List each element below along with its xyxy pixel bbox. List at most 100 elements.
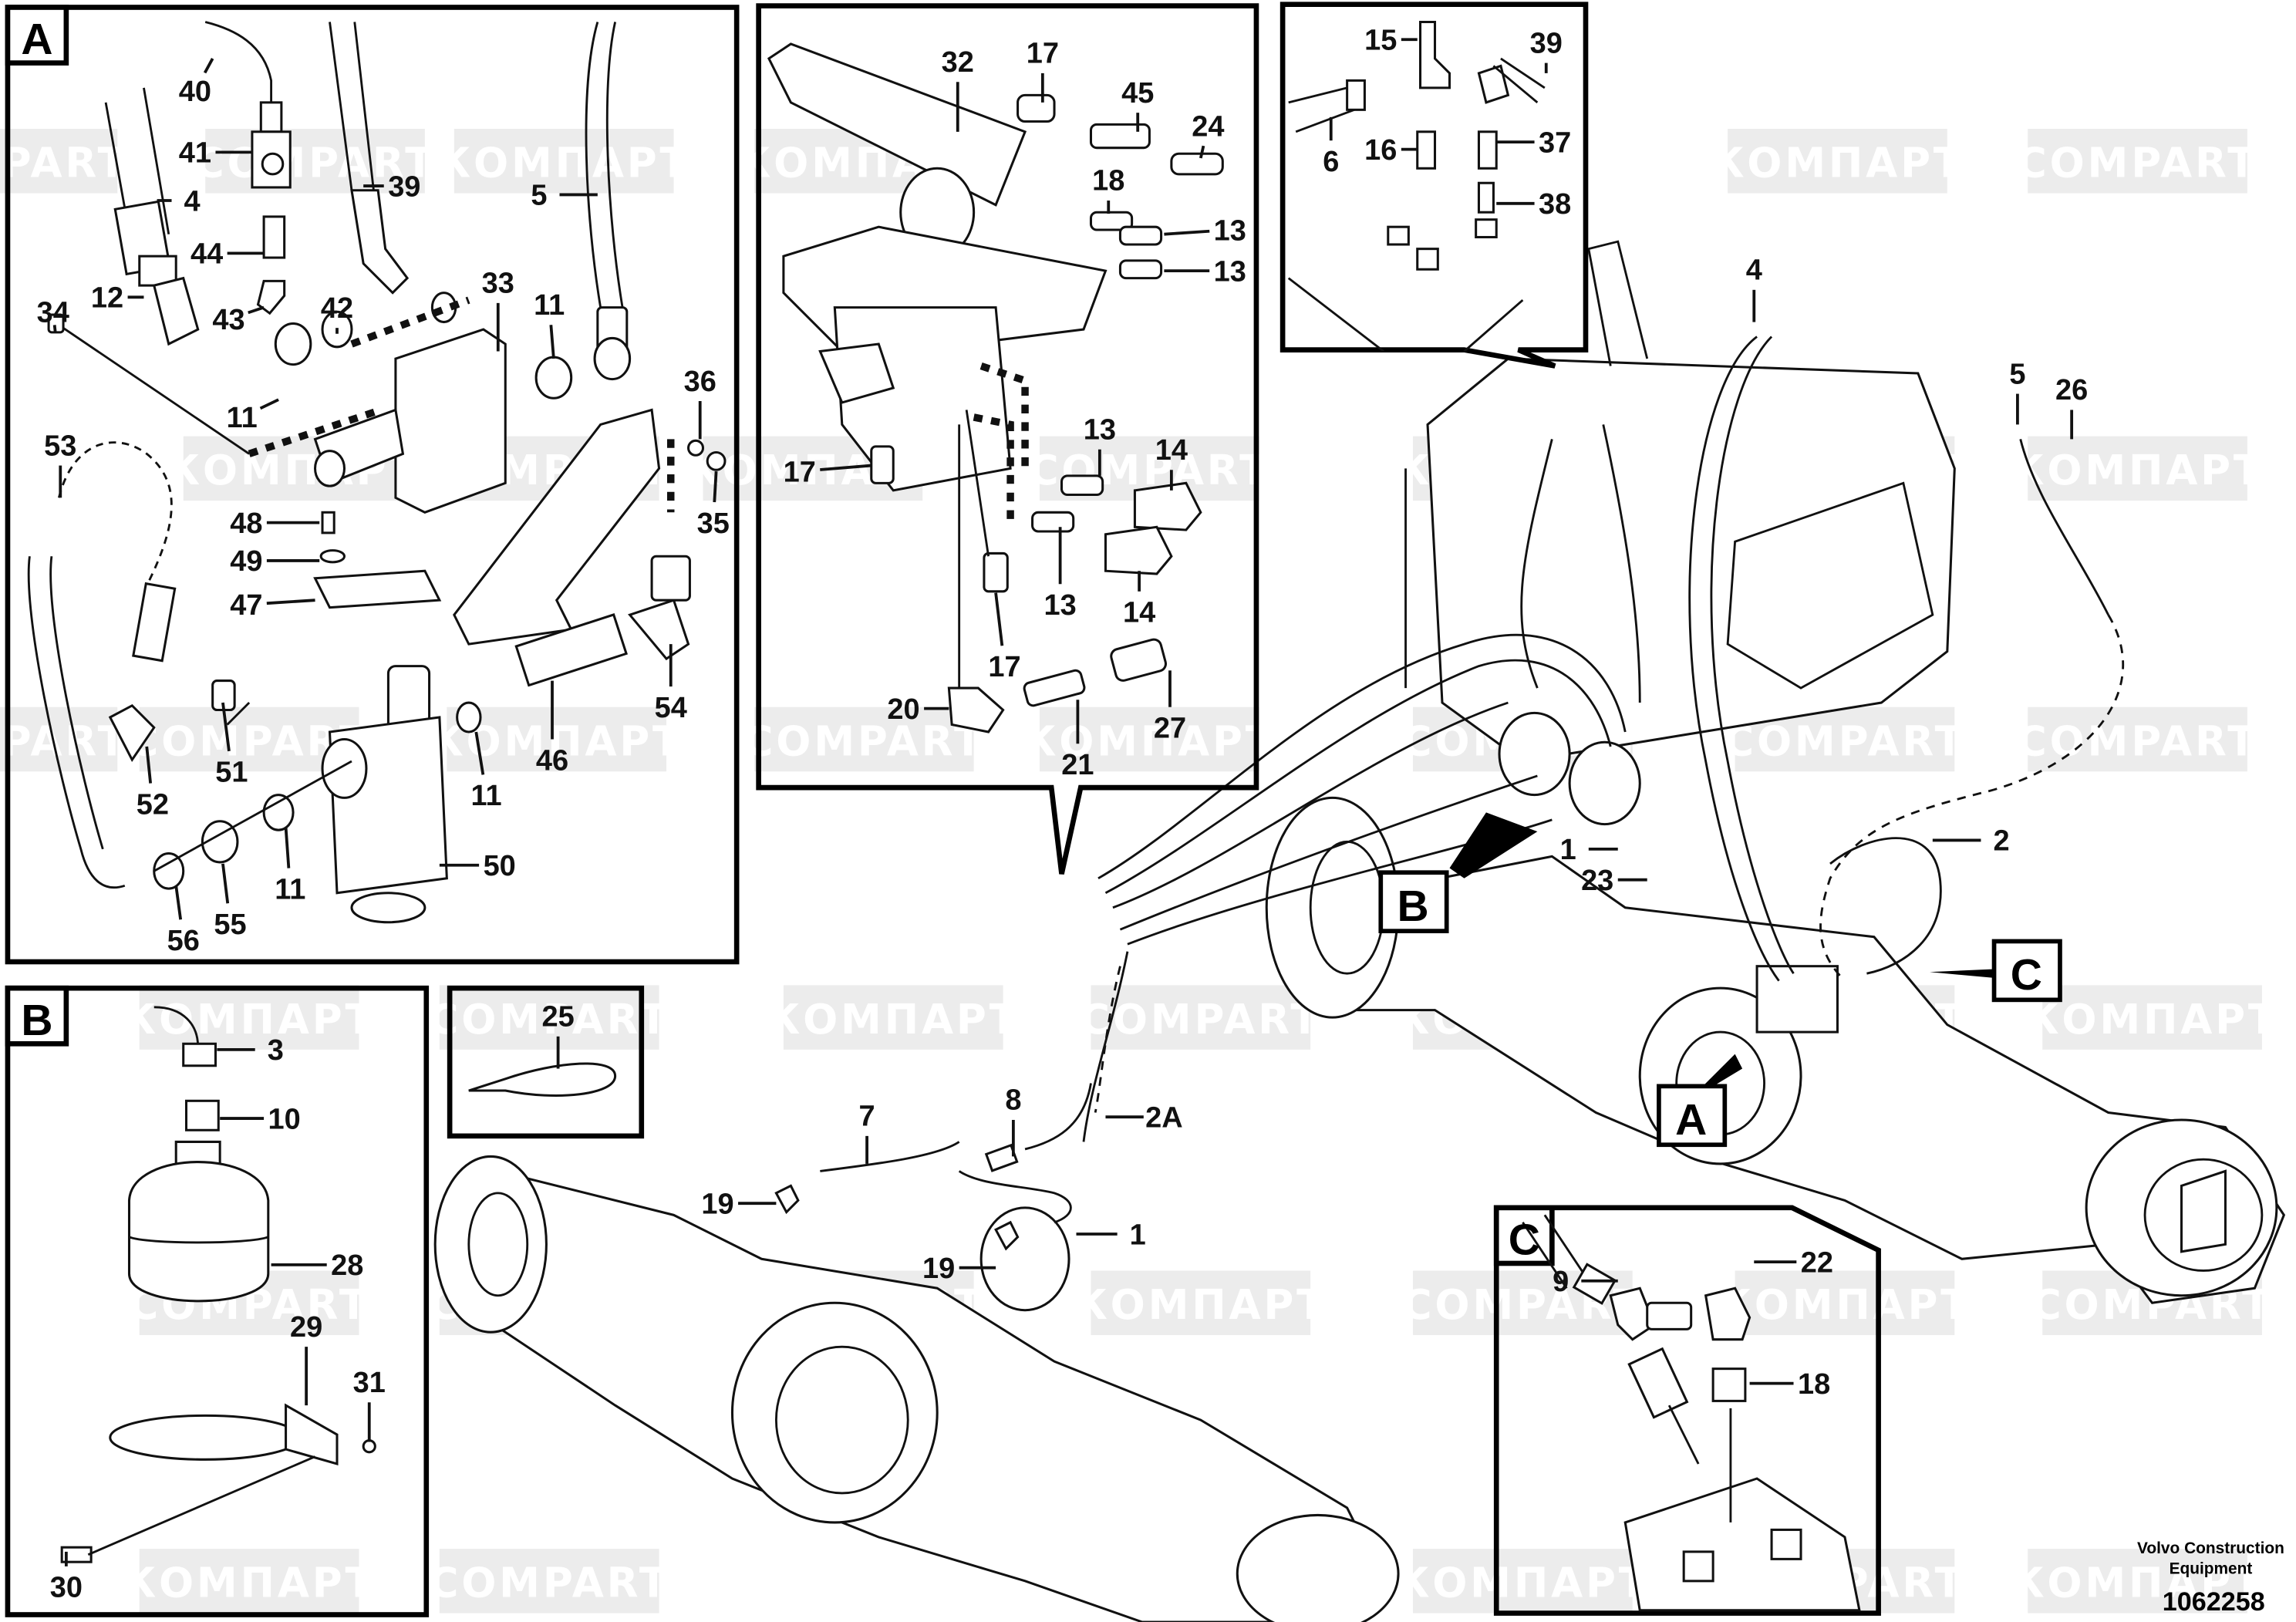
watermark-band [2028, 706, 2247, 772]
valve-detail-drawing [767, 42, 1224, 733]
callout-label-4: 4 [1746, 255, 1762, 287]
callout-label-39: 39 [388, 170, 420, 203]
elbow-20 [947, 686, 1005, 733]
adapter-11-upper [534, 356, 573, 400]
callout-c-box [1991, 939, 2062, 1003]
callout-label-17: 17 [784, 456, 816, 488]
watermark-band [1091, 1270, 1311, 1335]
watermark-text: КОМПАРТ [767, 996, 1020, 1044]
watermark-band [1091, 985, 1311, 1050]
callout-label-11: 11 [534, 289, 565, 322]
callout-label-11: 11 [275, 873, 305, 905]
leader-line [52, 325, 57, 332]
cable-tie-frame [447, 985, 645, 1139]
elbow-52 [108, 703, 156, 763]
callout-label-12: 12 [91, 282, 123, 315]
callout-label-21: 21 [1061, 749, 1094, 781]
callout-label-24: 24 [1192, 111, 1224, 143]
detail-c-frame [1493, 1205, 1881, 1616]
nut-55 [201, 820, 239, 864]
callout-label-43: 43 [212, 304, 244, 336]
detail-b-tag: B [21, 996, 52, 1045]
tee-24 [1170, 152, 1224, 176]
watermark-band [2028, 1549, 2247, 1614]
leader-line [221, 702, 231, 752]
watermark-text: КОМПАРТ [1023, 717, 1276, 765]
leader-line [145, 746, 153, 784]
valve-block-33 [394, 328, 507, 514]
publisher-line-1: Volvo Construction [2137, 1539, 2284, 1557]
leader-line [1199, 145, 1205, 159]
leader-line [259, 398, 279, 410]
leader-line [549, 325, 555, 359]
callout-label-22: 22 [1801, 1246, 1833, 1279]
adapter-56 [153, 852, 185, 890]
callout-box-c[interactable]: C [1930, 939, 2062, 1003]
watermark-band [139, 1549, 359, 1614]
adapter-11-bottom [262, 794, 295, 831]
watermark-band [0, 129, 118, 194]
watermark-band [205, 129, 425, 194]
tee-12 [152, 276, 200, 346]
detail-c-drawing [1522, 1214, 1861, 1612]
leader-line [713, 471, 718, 503]
leader-line [221, 863, 230, 904]
callout-label-18: 18 [1798, 1368, 1830, 1401]
callout-label-32: 32 [942, 46, 974, 79]
coupling-27 [1110, 638, 1168, 682]
watermark-text: COMPART [0, 717, 129, 765]
sensor-17-left [870, 445, 895, 484]
callout-box-b[interactable]: B [1378, 812, 1538, 933]
watermark-band [754, 706, 974, 772]
detail-a-drawing [27, 21, 727, 924]
callout-label-37: 37 [1539, 126, 1571, 159]
adapter-11-lower [274, 322, 312, 366]
sensor-38 [1477, 181, 1495, 214]
watermark-text: КОМПАРТ [2011, 447, 2264, 494]
leader-line [248, 305, 265, 315]
adapter-45 [1089, 123, 1151, 150]
callout-label-13: 13 [1214, 214, 1246, 247]
brake-valve-block [1755, 965, 1839, 1034]
watermark-text: КОМПАРТ [1718, 1281, 1972, 1329]
watermark-band [1728, 129, 1947, 194]
callout-label-48: 48 [230, 508, 262, 540]
cap-14-lower [1104, 525, 1173, 575]
watermark-band [439, 985, 659, 1050]
callout-label-26: 26 [2055, 374, 2088, 406]
callout-label-13: 13 [1084, 413, 1116, 446]
callout-label-56: 56 [167, 925, 200, 957]
watermark-band [139, 985, 359, 1050]
adapter-21 [1023, 669, 1086, 707]
leader-line [474, 731, 485, 775]
callout-label-1: 1 [1560, 834, 1576, 866]
detail-c-tag: C [1509, 1216, 1540, 1265]
valve-detail-frame [756, 3, 1259, 875]
valve-41 [251, 130, 292, 189]
sensor-17-bottom [983, 551, 1009, 593]
watermark-text: COMPART [1724, 717, 1966, 765]
callout-label-11: 11 [227, 402, 258, 434]
callout-label-18: 18 [1092, 165, 1124, 197]
watermark-band [1735, 1270, 1955, 1335]
callout-box-a[interactable]: A [1657, 1054, 1743, 1148]
watermark-text: КОМПАРТ [437, 140, 691, 187]
front-differential [730, 1301, 939, 1524]
elbow-22 [1704, 1286, 1752, 1341]
fitting-46 [514, 613, 628, 687]
brake-pedal-32 [767, 42, 1027, 207]
callout-label-19: 19 [701, 1188, 733, 1220]
callout-label-17: 17 [1027, 38, 1059, 70]
detail-b-frame [5, 985, 430, 1617]
screw-48 [321, 511, 335, 534]
leader-line [994, 592, 1004, 646]
watermark-band [447, 706, 667, 772]
front-hub-left [433, 1155, 548, 1334]
adapter-11-right [456, 701, 482, 733]
watermark-band [2042, 985, 2262, 1050]
accumulator-28 [127, 1161, 270, 1303]
callout-label-33: 33 [482, 268, 514, 300]
washer-49 [319, 549, 346, 564]
callout-label-47: 47 [230, 589, 262, 622]
